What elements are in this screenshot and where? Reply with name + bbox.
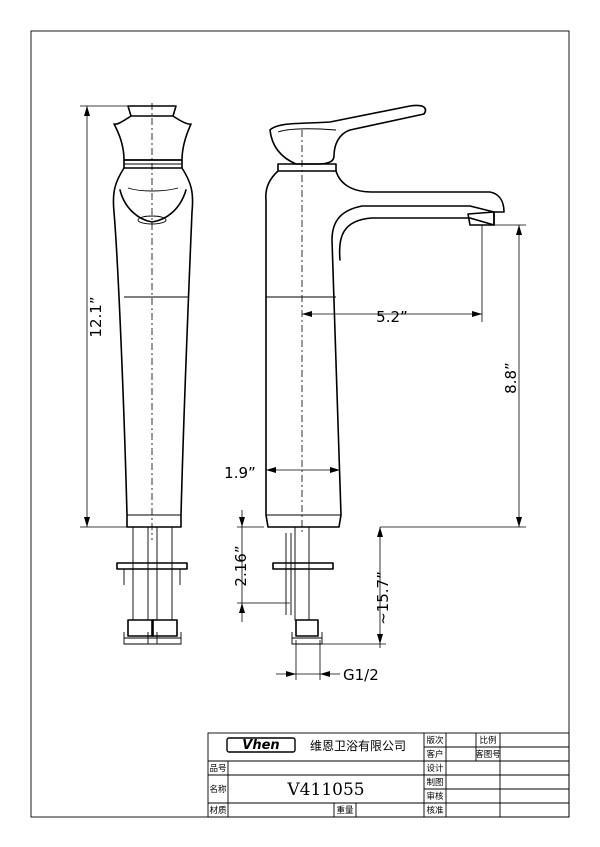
label-check: 核准	[426, 805, 444, 816]
dim-shank-length: 2.16”	[232, 545, 250, 586]
company-name: 维恩卫浴有限公司	[310, 739, 406, 753]
label-version: 版次	[426, 735, 444, 746]
label-design: 设计	[426, 763, 444, 774]
side-view: 5.2” 8.8” 1.9” 2.16” ~15.7” G1/2	[224, 104, 526, 684]
dim-spout-height: 8.8”	[502, 362, 520, 394]
label-weight: 重量	[336, 805, 354, 816]
label-material: 材质	[209, 805, 227, 816]
drawing-border	[30, 30, 570, 818]
label-scale: 比例	[479, 735, 496, 746]
logo-text: Vhen	[242, 738, 279, 753]
dim-hose-length: ~15.7”	[374, 571, 392, 625]
side-hoses	[272, 526, 334, 645]
label-drawing: 制图	[426, 777, 443, 788]
label-customer: 客户	[426, 749, 443, 760]
title-block: Vhen 维恩卫浴有限公司 版次 比例 客户 客图号 品号 名称 材质 重量 V…	[207, 732, 570, 818]
front-view: 12.1”	[80, 103, 194, 645]
label-product-no: 品号	[209, 764, 226, 774]
front-hoses	[116, 526, 188, 645]
label-name: 名称	[209, 784, 227, 795]
label-customer-model: 客图号	[475, 749, 501, 760]
company-logo	[226, 737, 296, 753]
dim-spout-reach: 5.2”	[376, 308, 408, 326]
model-number: V411055	[286, 780, 364, 800]
dim-base-diameter: 1.9”	[224, 464, 256, 482]
dim-thread: G1/2	[343, 666, 379, 684]
dim-total-height: 12.1”	[87, 296, 105, 337]
label-review: 审核	[426, 791, 444, 802]
